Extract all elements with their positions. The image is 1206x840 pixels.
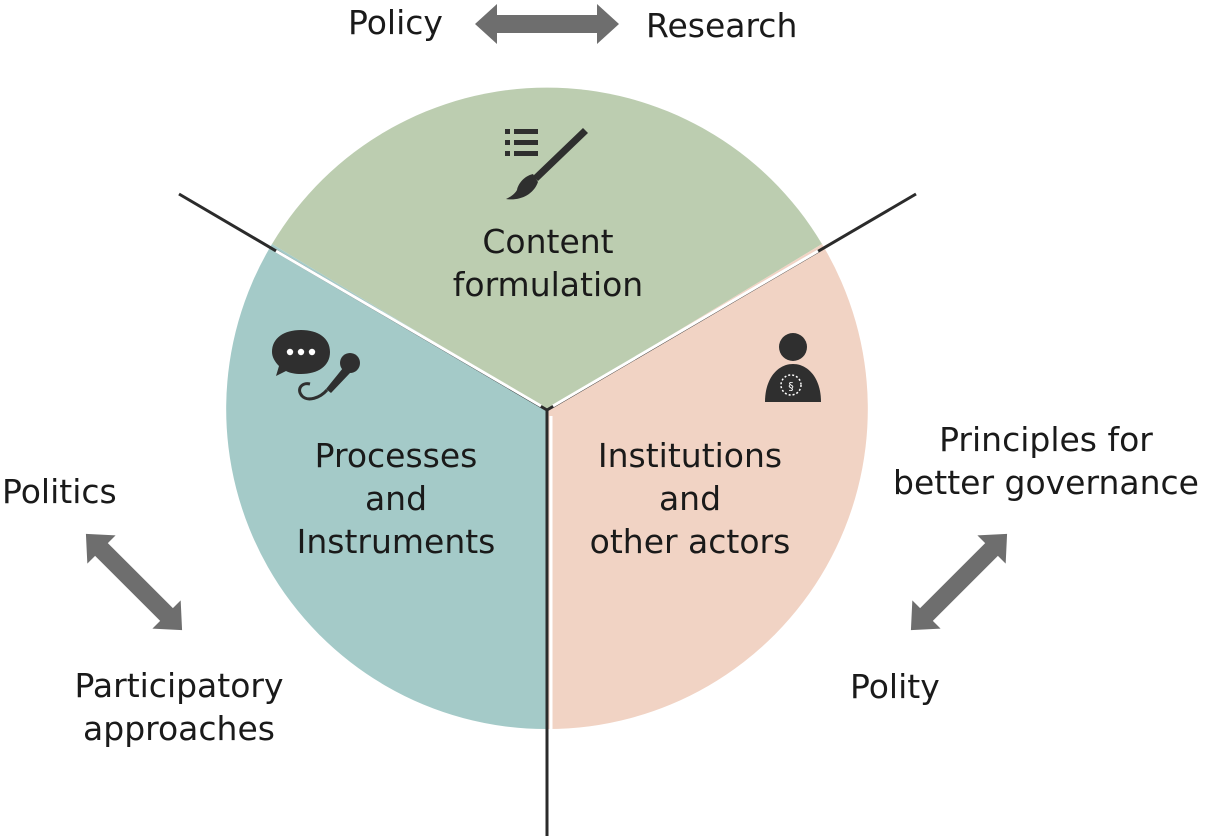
label-principles-line1: Principles for [939, 420, 1153, 459]
svg-text:§: § [788, 380, 794, 393]
segment-processes-line2: and [364, 479, 428, 518]
person-paragraph-icon: § [765, 333, 821, 402]
segment-content-line2: formulation [452, 265, 644, 304]
arrow-policy-research [475, 4, 619, 44]
label-participatory-line1: Participatory [74, 666, 284, 705]
label-research: Research [646, 6, 798, 45]
label-principles-line2: better governance [893, 463, 1199, 502]
segment-institutions-line1: Institutions [597, 436, 783, 475]
segment-content-line1: Content [482, 222, 614, 261]
label-politics: Politics [2, 472, 117, 511]
label-polity: Polity [850, 667, 940, 706]
list-brush-icon [505, 128, 588, 200]
segment-content-label: Content formulation [398, 220, 698, 306]
segment-institutions-label: Institutions and other actors [570, 434, 810, 563]
arrow-principles-polity [910, 533, 1008, 631]
divider-gaps [275, 249, 819, 729]
label-principles-governance: Principles for better governance [886, 418, 1206, 504]
label-participatory-approaches: Participatory approaches [60, 664, 298, 750]
sector-content-formulation [272, 87, 822, 411]
arrow-politics-participatory [85, 533, 183, 631]
speech-microphone-icon [272, 330, 360, 401]
label-policy: Policy [348, 3, 443, 42]
segment-processes-line1: Processes [314, 436, 478, 475]
label-participatory-line2: approaches [83, 709, 275, 748]
segment-institutions-line3: other actors [589, 522, 791, 561]
segment-institutions-line2: and [658, 479, 722, 518]
segment-processes-label: Processes and Instruments [276, 434, 516, 563]
segment-processes-line3: Instruments [296, 522, 496, 561]
